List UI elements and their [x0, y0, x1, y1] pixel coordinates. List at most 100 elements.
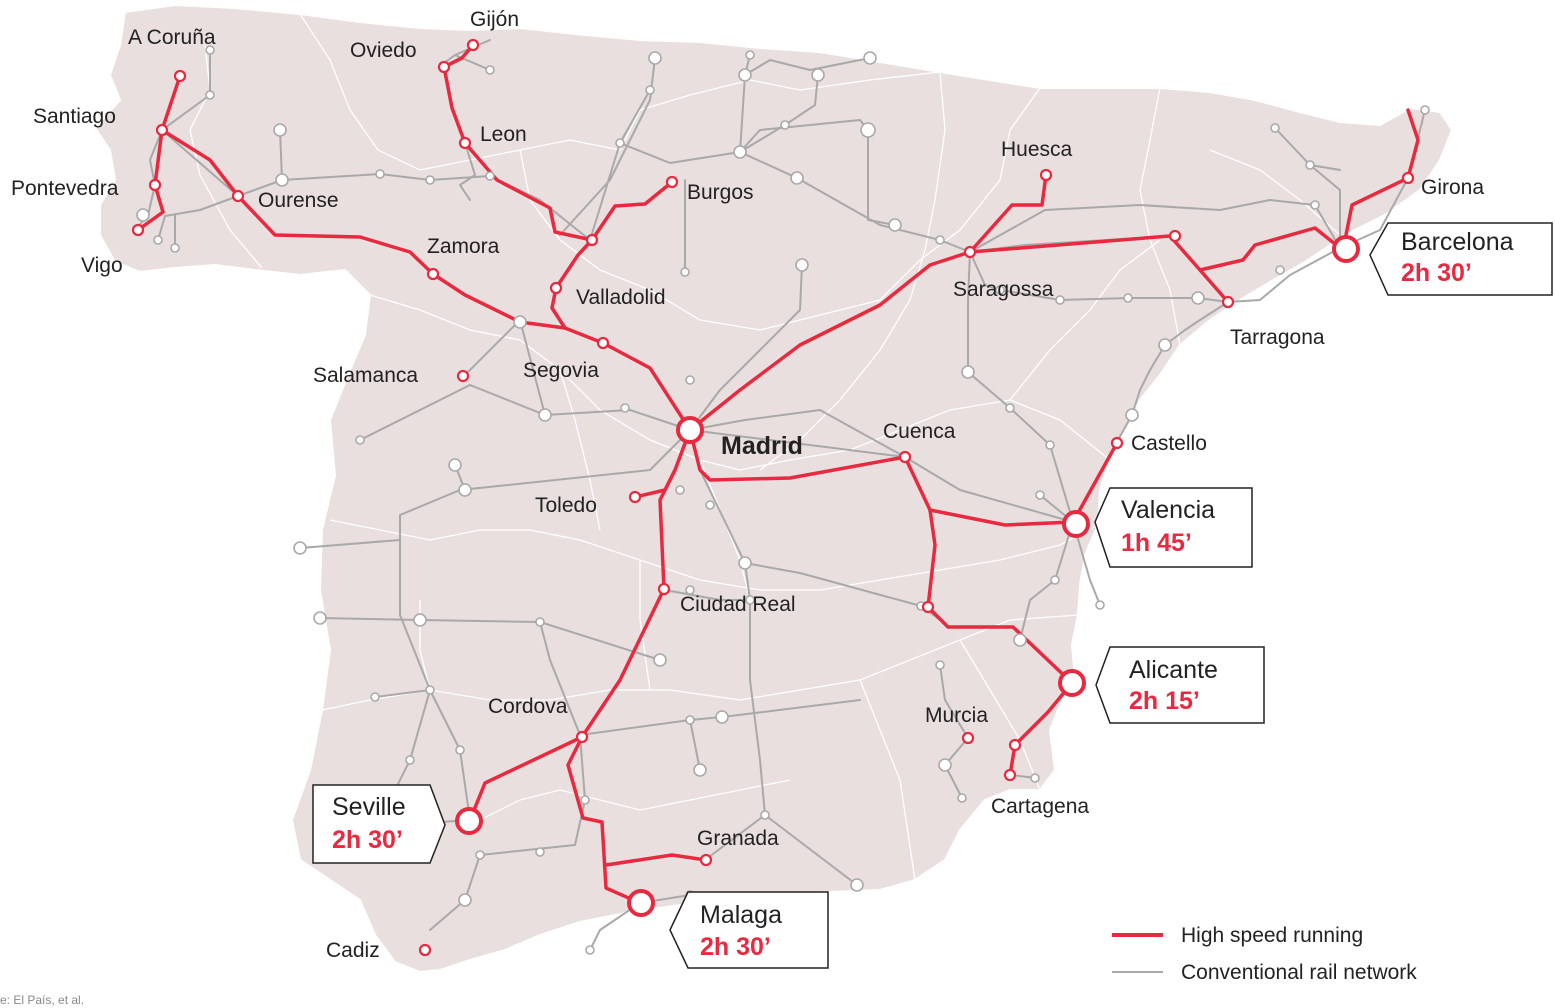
legend-high-speed-label: High speed running — [1181, 924, 1363, 947]
station — [935, 235, 945, 245]
callout-seville: Seville 2h 30’ — [312, 784, 446, 864]
station — [293, 541, 307, 555]
station-cartagena — [1003, 768, 1017, 782]
station-huesca — [1039, 168, 1053, 182]
station — [860, 122, 876, 138]
high-speed-network — [136, 43, 1420, 905]
callout-valencia: Valencia 1h 45’ — [1094, 487, 1253, 568]
map-legend: High speed running Conventional rail net… — [1112, 924, 1417, 984]
station-lleida — [1168, 229, 1182, 243]
station — [1275, 265, 1285, 275]
station-zamora — [426, 267, 440, 281]
station-cadiz — [418, 943, 432, 957]
callout-valencia-city: Valencia — [1121, 496, 1215, 524]
high-speed-stations — [131, 38, 1415, 957]
station — [273, 123, 287, 137]
label-leon: Leon — [480, 123, 527, 146]
label-toledo: Toledo — [535, 494, 597, 517]
station — [738, 68, 752, 82]
station — [580, 795, 590, 805]
station — [1123, 293, 1133, 303]
station-valladolid — [549, 281, 563, 295]
label-castello: Castello — [1131, 432, 1207, 455]
label-cuenca: Cuenca — [883, 420, 956, 443]
label-girona: Girona — [1421, 176, 1484, 199]
station — [448, 458, 462, 472]
station — [205, 90, 215, 100]
station — [1158, 338, 1172, 352]
station — [863, 51, 877, 65]
station-toledo — [628, 490, 642, 504]
station-cordova — [575, 730, 589, 744]
station — [680, 267, 690, 277]
station-valencia — [1062, 510, 1090, 538]
station — [745, 50, 755, 60]
station — [485, 65, 495, 75]
station-cuenca — [898, 450, 912, 464]
label-burgos: Burgos — [687, 181, 754, 204]
station — [1013, 633, 1027, 647]
station — [935, 660, 945, 670]
label-saragossa: Saragossa — [953, 278, 1054, 301]
label-a-coruna: A Coruña — [128, 26, 216, 49]
station-ourense — [231, 189, 245, 203]
callout-malaga-city: Malaga — [700, 901, 782, 929]
station-santiago — [155, 123, 169, 137]
label-cordova: Cordova — [488, 695, 568, 718]
conventional-stations — [136, 45, 1430, 955]
station — [888, 218, 902, 232]
station-seville — [455, 807, 483, 835]
station — [1420, 105, 1430, 115]
label-gijon: Gijón — [470, 8, 519, 31]
station — [1005, 403, 1015, 413]
station — [1310, 200, 1320, 210]
station — [1030, 773, 1040, 783]
station — [760, 810, 770, 820]
legend-conventional-label: Conventional rail network — [1181, 961, 1417, 984]
station-oviedo — [437, 60, 451, 74]
station-alicante — [1058, 669, 1086, 697]
station-castello — [1110, 436, 1124, 450]
station — [705, 500, 715, 510]
label-pontevedra: Pontevedra — [11, 177, 119, 200]
station — [1095, 600, 1105, 610]
station — [653, 653, 667, 667]
label-madrid: Madrid — [721, 432, 803, 460]
station — [585, 945, 595, 955]
station — [170, 243, 180, 253]
station — [648, 51, 662, 65]
callout-barcelona: Barcelona 2h 30’ — [1369, 222, 1553, 296]
callout-seville-time: 2h 30’ — [332, 826, 403, 854]
station-gijon — [466, 38, 480, 52]
station — [513, 315, 527, 329]
station-saragossa — [963, 245, 977, 259]
spain-landmass — [93, 3, 1454, 974]
station — [275, 173, 289, 187]
station — [811, 68, 825, 82]
station-albacete — [921, 600, 935, 614]
station — [733, 145, 747, 159]
station — [961, 365, 975, 379]
station — [458, 483, 472, 497]
station — [1045, 440, 1055, 450]
station — [995, 285, 1005, 295]
callout-alicante-time: 2h 15’ — [1129, 687, 1200, 715]
station — [957, 793, 967, 803]
station — [538, 408, 552, 422]
hub-stations — [455, 235, 1360, 917]
station-burgos — [665, 175, 679, 189]
station — [738, 556, 752, 570]
label-zamora: Zamora — [427, 235, 500, 258]
label-tarragona: Tarragona — [1230, 326, 1325, 349]
station-elche — [1008, 738, 1022, 752]
label-cadiz: Cadiz — [326, 939, 380, 962]
callout-seville-city: Seville — [332, 793, 406, 821]
station — [1125, 408, 1139, 422]
station — [745, 595, 755, 605]
label-ciudad-real: Ciudad Real — [680, 593, 796, 616]
station — [535, 617, 545, 627]
station — [1055, 295, 1065, 305]
station — [1191, 291, 1205, 305]
station — [685, 375, 695, 385]
station — [455, 745, 465, 755]
